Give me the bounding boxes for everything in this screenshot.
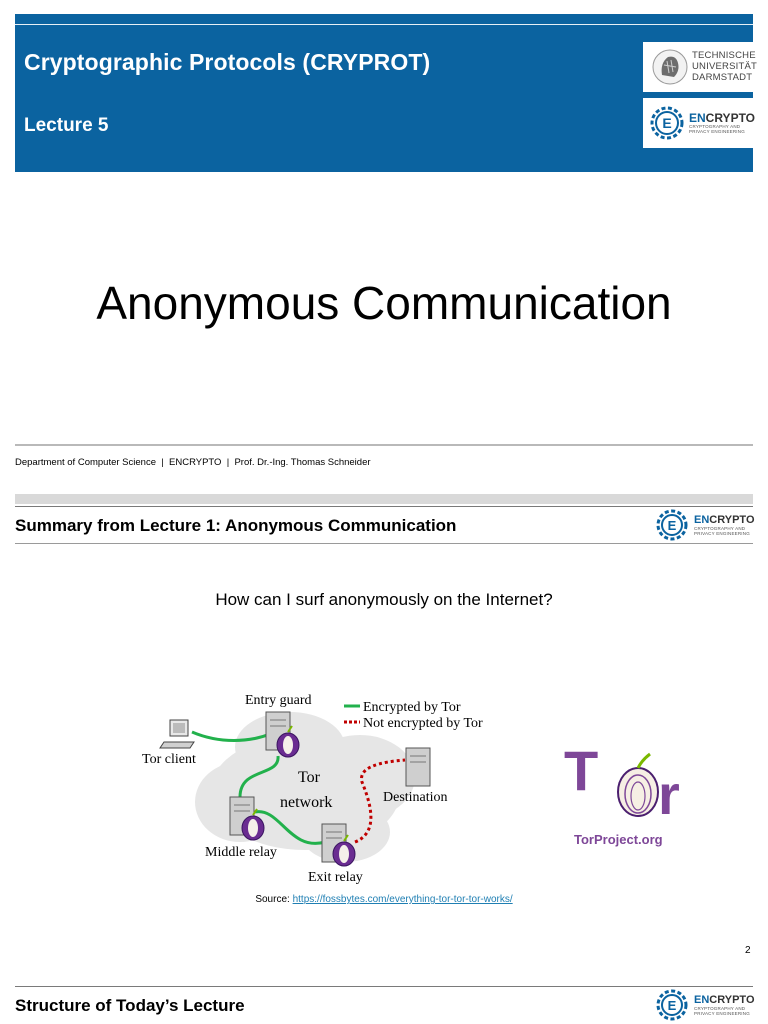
label-exit-relay: Exit relay bbox=[308, 870, 363, 885]
tu-darmstadt-seal-icon bbox=[652, 49, 688, 85]
encrypto-logo: E ENCRYPTO CRYPTOGRAPHY AND PRIVACY ENGI… bbox=[643, 98, 756, 148]
lecture-number: Lecture 5 bbox=[24, 115, 109, 136]
label-tor: Tor bbox=[298, 769, 321, 786]
slide2-source: Source: https://fossbytes.com/everything… bbox=[0, 894, 768, 905]
tor-logo-t: T bbox=[564, 748, 598, 802]
slide2-title-top-divider bbox=[15, 506, 753, 507]
tor-network-diagram: Entry guard Encrypted by Tor Not encrypt… bbox=[142, 693, 483, 885]
header-divider bbox=[15, 24, 753, 25]
tu-darmstadt-logo: TECHNISCHE UNIVERSITÄT DARMSTADT bbox=[643, 42, 757, 92]
course-title: Cryptographic Protocols (CRYPROT) bbox=[24, 49, 431, 75]
svg-text:E: E bbox=[662, 115, 671, 131]
destination-server-icon bbox=[405, 747, 431, 787]
encrypto-en: EN bbox=[694, 994, 710, 1006]
slide3-title: Structure of Today’s Lecture bbox=[15, 996, 245, 1015]
encrypto-crypto: CRYPTO bbox=[709, 994, 755, 1006]
slide2-page-number: 2 bbox=[745, 945, 751, 956]
tud-line-1: TECHNISCHE bbox=[692, 50, 756, 61]
slide1-header-bar: Cryptographic Protocols (CRYPROT) Lectur… bbox=[15, 14, 757, 172]
encrypto-en: EN bbox=[694, 514, 710, 526]
slide1-footer: Department of Computer Science | ENCRYPT… bbox=[15, 457, 371, 468]
encrypto-gear-icon: E bbox=[656, 989, 688, 1021]
encrypto-crypto: CRYPTO bbox=[705, 111, 756, 125]
middle-relay-icon bbox=[229, 796, 265, 841]
tud-line-2: UNIVERSITÄT bbox=[692, 61, 758, 72]
source-link[interactable]: https://fossbytes.com/everything-tor-tor… bbox=[292, 894, 513, 905]
slide3-title-top-divider bbox=[15, 986, 753, 987]
encrypto-sub-1: CRYPTOGRAPHY AND bbox=[694, 526, 746, 531]
encrypto-gear-icon: E bbox=[656, 509, 688, 541]
legend-not-encrypted-label: Not encrypted by Tor bbox=[363, 716, 483, 731]
encrypto-logo-small: E ENCRYPTO CRYPTOGRAPHY AND PRIVACY ENGI… bbox=[655, 508, 755, 542]
exit-relay-icon bbox=[321, 823, 356, 867]
tor-onion-icon bbox=[617, 752, 659, 817]
encrypto-sub-2: PRIVACY ENGINEERING bbox=[694, 1011, 750, 1016]
svg-text:E: E bbox=[668, 998, 677, 1013]
slide2-question: How can I surf anonymously on the Intern… bbox=[215, 590, 553, 609]
slide2-title: Summary from Lecture 1: Anonymous Commun… bbox=[15, 516, 457, 535]
slide2-top-bar bbox=[15, 494, 753, 504]
tor-logo-r: r bbox=[658, 763, 680, 826]
entry-guard-relay-icon bbox=[265, 711, 300, 758]
label-middle-relay: Middle relay bbox=[205, 845, 277, 860]
label-network: network bbox=[280, 794, 332, 811]
encrypto-sub-1: CRYPTOGRAPHY AND bbox=[689, 124, 741, 129]
tor-project-logo: T r TorProject.org bbox=[564, 748, 680, 847]
encrypto-sub-2: PRIVACY ENGINEERING bbox=[689, 129, 745, 134]
legend-encrypted-label: Encrypted by Tor bbox=[363, 700, 461, 715]
encrypto-sub-1: CRYPTOGRAPHY AND bbox=[694, 1006, 746, 1011]
tor-network-cloud bbox=[195, 712, 415, 862]
slide1-footer-divider bbox=[15, 444, 753, 446]
tor-client-computer-icon bbox=[159, 719, 195, 749]
tud-line-3: DARMSTADT bbox=[692, 72, 753, 83]
tor-project-url: TorProject.org bbox=[574, 832, 663, 847]
svg-text:E: E bbox=[668, 518, 677, 533]
slide2-title-bottom-divider bbox=[15, 543, 753, 544]
label-destination: Destination bbox=[383, 790, 448, 805]
encrypto-sub-2: PRIVACY ENGINEERING bbox=[694, 531, 750, 536]
encrypto-logo-small-3: E ENCRYPTO CRYPTOGRAPHY AND PRIVACY ENGI… bbox=[655, 988, 755, 1022]
label-entry-guard: Entry guard bbox=[245, 693, 311, 708]
label-tor-client: Tor client bbox=[142, 752, 196, 767]
source-label: Source: bbox=[255, 894, 293, 905]
encrypto-crypto: CRYPTO bbox=[709, 514, 755, 526]
slide1-title: Anonymous Communication bbox=[96, 277, 672, 329]
encrypto-gear-icon: E bbox=[650, 106, 684, 140]
encrypto-en: EN bbox=[689, 111, 706, 125]
